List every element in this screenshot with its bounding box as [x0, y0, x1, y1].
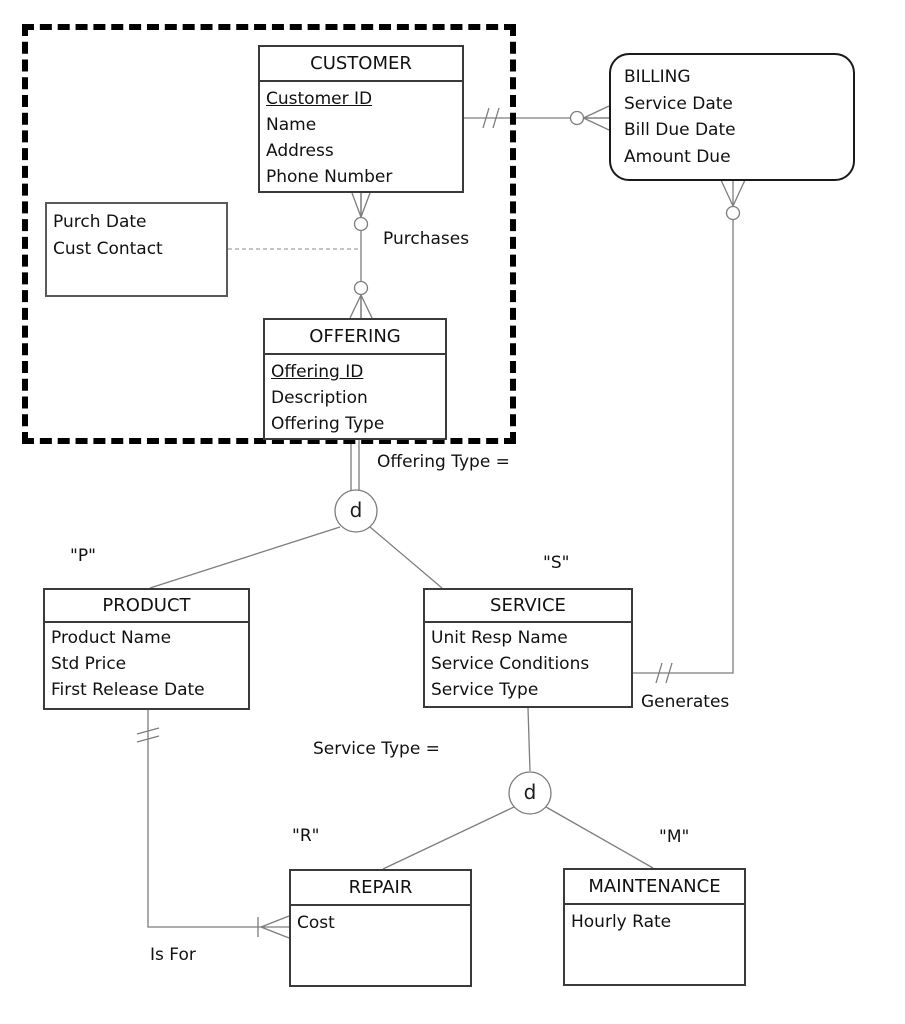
relationship-generates	[633, 179, 746, 684]
attribute-offering-id: Offering ID	[271, 362, 364, 382]
label-offering-type-discriminator: Offering Type =	[377, 452, 510, 472]
entity-repair-title: REPAIR	[291, 871, 470, 906]
entity-maintenance: MAINTENANCE Hourly Rate	[563, 868, 746, 986]
label-subtype-m: "M"	[659, 827, 690, 847]
disjoint-indicator-service: d	[523, 780, 537, 804]
optional-circle-icon	[353, 216, 369, 232]
label-is-for: Is For	[150, 945, 196, 965]
crows-foot-icon	[720, 179, 746, 207]
disjoint-indicator-offering: d	[349, 498, 363, 522]
entity-service: SERVICE Unit Resp Name Service Condition…	[423, 588, 633, 708]
crows-foot-icon	[583, 105, 610, 131]
subtype-product-line	[149, 526, 341, 589]
crows-foot-icon	[349, 294, 373, 319]
relationship-purchases	[228, 192, 373, 319]
entity-product: PRODUCT Product Name Std Price First Rel…	[43, 588, 250, 710]
attribute-product-name: Product Name	[51, 628, 172, 648]
entity-maintenance-title: MAINTENANCE	[565, 870, 744, 905]
attribute-name: Name	[266, 115, 317, 135]
disjoint-circle	[334, 489, 378, 533]
label-generates: Generates	[641, 692, 730, 712]
entity-billing-title: BILLING	[624, 67, 691, 87]
entity-offering-title: OFFERING	[265, 320, 445, 355]
one-mandatory-ticks-icon	[136, 727, 160, 743]
relationship-is-for	[136, 710, 290, 939]
crows-foot-icon	[260, 915, 290, 939]
attribute-bill-due-date: Bill Due Date	[624, 120, 736, 140]
attribute-cost: Cost	[297, 913, 335, 933]
attribute-offering-type: Offering Type	[271, 414, 385, 434]
one-mandatory-ticks-icon	[482, 107, 500, 129]
attribute-cust-contact: Cust Contact	[53, 239, 163, 259]
relationship-customer-billing	[464, 105, 610, 131]
one-mandatory-ticks-icon	[655, 662, 673, 684]
attribute-service-type: Service Type	[431, 680, 539, 700]
attribute-first-release-date: First Release Date	[51, 680, 205, 700]
attribute-std-price: Std Price	[51, 654, 127, 674]
entity-customer-title: CUSTOMER	[260, 47, 462, 82]
label-service-type-discriminator: Service Type =	[313, 739, 440, 759]
supertype-service-link	[382, 707, 654, 870]
subtype-maintenance-line	[545, 806, 654, 869]
attribute-address: Address	[266, 141, 334, 161]
label-purchases: Purchases	[383, 229, 470, 249]
attribute-customer-id: Customer ID	[266, 89, 373, 109]
entity-offering: OFFERING Offering ID Description Offerin…	[263, 318, 447, 440]
attribute-phone-number: Phone Number	[266, 167, 393, 187]
attribute-amount-due: Amount Due	[624, 146, 731, 167]
subtype-service-line	[369, 526, 443, 589]
attribute-unit-resp-name: Unit Resp Name	[431, 628, 568, 648]
attribute-hourly-rate: Hourly Rate	[571, 912, 672, 932]
disjoint-circle	[508, 771, 552, 815]
entity-customer: CUSTOMER Customer ID Name Address Phone …	[258, 45, 464, 193]
optional-circle-icon	[725, 205, 741, 221]
entity-product-title: PRODUCT	[45, 590, 248, 623]
double-line-icon	[350, 440, 360, 491]
label-subtype-p: "P"	[70, 546, 96, 566]
label-subtype-r: "R"	[292, 826, 320, 846]
supertype-offering-link	[149, 440, 443, 589]
optional-circle-icon	[353, 280, 369, 296]
dashed-boundary	[22, 24, 516, 444]
entity-repair: REPAIR Cost	[289, 869, 472, 987]
attribute-service-date: Service Date	[624, 93, 733, 114]
entity-billing: BILLING Service Date Bill Due Date Amoun…	[609, 53, 855, 181]
crows-foot-icon	[351, 192, 371, 218]
attribute-purch-date: Purch Date	[53, 212, 147, 232]
purchases-attributes-box: Purch Date Cust Contact	[45, 202, 228, 297]
label-subtype-s: "S"	[543, 553, 570, 573]
entity-service-title: SERVICE	[425, 590, 631, 623]
attribute-description: Description	[271, 388, 368, 408]
subtype-repair-line	[382, 806, 515, 870]
attribute-service-conditions: Service Conditions	[431, 654, 590, 674]
optional-circle-icon	[569, 110, 585, 126]
